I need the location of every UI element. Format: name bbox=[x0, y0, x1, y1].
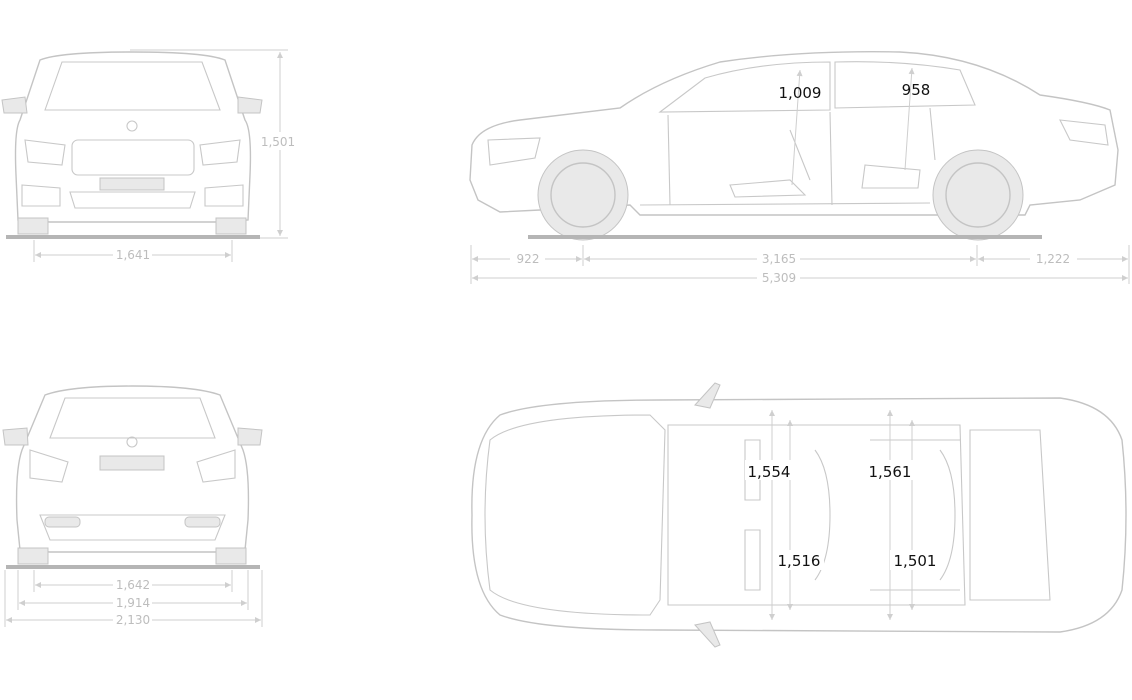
front-shoulder-width-label: 1,554 bbox=[748, 463, 791, 481]
rear-headroom-label: 958 bbox=[902, 81, 931, 99]
front-headroom-label: 1,009 bbox=[779, 84, 822, 102]
width-label: 1,914 bbox=[116, 596, 150, 610]
front-view: 1,501 1,641 bbox=[1, 49, 295, 262]
front-hip-width-label: 1,516 bbox=[778, 552, 821, 570]
front-track-label: 1,641 bbox=[116, 248, 150, 262]
length-label: 5,309 bbox=[762, 271, 796, 285]
front-overhang-label: 922 bbox=[517, 252, 540, 266]
rear-overhang-label: 1,222 bbox=[1036, 252, 1070, 266]
rear-view: 1,642 1,914 2,130 bbox=[2, 385, 263, 627]
front-height-label: 1,501 bbox=[261, 135, 295, 149]
top-view: 1,554 1,561 1,516 1,501 bbox=[471, 382, 1127, 648]
rear-shoulder-width-label: 1,561 bbox=[869, 463, 912, 481]
width-mirrors-label: 2,130 bbox=[116, 613, 150, 627]
rear-hip-width-label: 1,501 bbox=[894, 552, 937, 570]
rear-track-label: 1,642 bbox=[116, 578, 150, 592]
side-view: 1,009 958 922 3,165 1,222 5,309 bbox=[469, 51, 1130, 285]
wheelbase-label: 3,165 bbox=[762, 252, 796, 266]
